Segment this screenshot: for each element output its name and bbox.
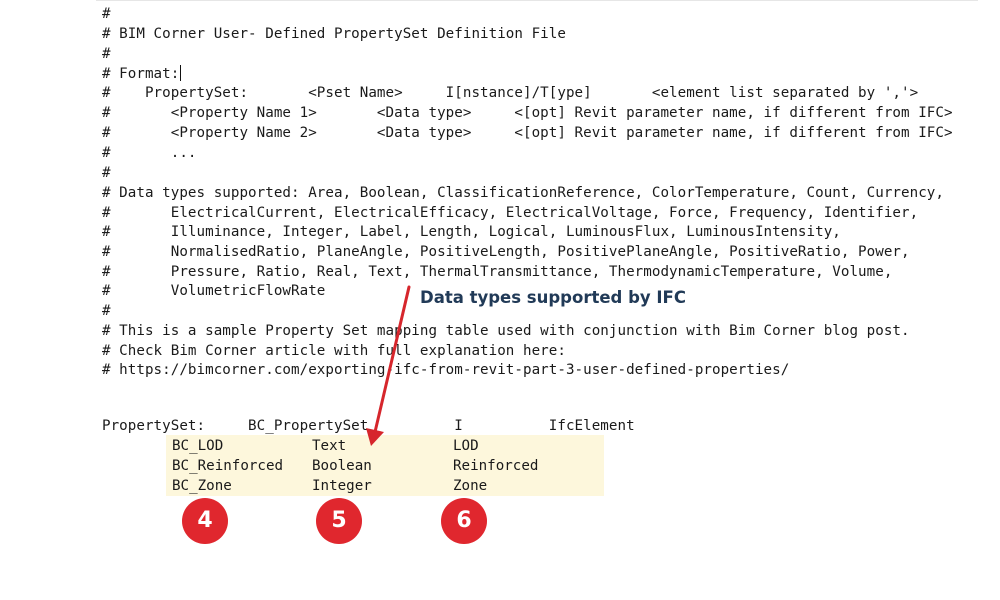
comment-line[interactable]: # This is a sample Property Set mapping … [102,323,910,339]
comment-line[interactable]: # Check Bim Corner article with full exp… [102,343,566,359]
propertyset-line[interactable]: PropertySet: BC_PropertySet I IfcElement [102,418,635,434]
annotation-label: Data types supported by IFC [420,288,686,307]
property-type[interactable]: Text [312,438,347,454]
comment-line[interactable]: # BIM Corner User- Defined PropertySet D… [102,26,566,42]
comment-line[interactable]: # <Property Name 2> <Data type> <[opt] R… [102,125,953,141]
property-type[interactable]: Boolean [312,458,372,474]
badge-5: 5 [316,498,362,544]
comment-line[interactable]: # [102,303,111,319]
property-revit[interactable]: Zone [453,478,488,494]
badge-4: 4 [182,498,228,544]
text-caret [180,65,182,81]
comment-line[interactable]: # <Property Name 1> <Data type> <[opt] R… [102,105,953,121]
comment-line[interactable]: # Illuminance, Integer, Label, Length, L… [102,224,841,240]
comment-line[interactable]: # VolumetricFlowRate [102,283,326,299]
property-revit[interactable]: LOD [453,438,479,454]
comment-line[interactable]: # [102,165,111,181]
comment-line[interactable]: # Data types supported: Area, Boolean, C… [102,185,944,201]
comment-line[interactable]: # [102,46,111,62]
arrow-head-icon [366,428,384,446]
comment-line[interactable]: # Format: [102,65,182,82]
arrow-shaft [373,285,411,434]
comment-line[interactable]: # Pressure, Ratio, Real, Text, ThermalTr… [102,264,893,280]
property-revit[interactable]: Reinforced [453,458,539,474]
comment-line[interactable]: # ... [102,145,197,161]
editor-top-border [96,0,978,1]
property-name[interactable]: BC_Reinforced [172,458,284,474]
property-name[interactable]: BC_LOD [172,438,224,454]
property-name[interactable]: BC_Zone [172,478,232,494]
badge-6: 6 [441,498,487,544]
property-type[interactable]: Integer [312,478,372,494]
comment-line[interactable]: # https://bimcorner.com/exporting-ifc-fr… [102,362,790,378]
comment-line[interactable]: # [102,6,111,22]
comment-line[interactable]: # PropertySet: <Pset Name> I[nstance]/T[… [102,85,919,101]
comment-line[interactable]: # NormalisedRatio, PlaneAngle, PositiveL… [102,244,910,260]
property-highlight [166,435,604,496]
comment-line[interactable]: # ElectricalCurrent, ElectricalEfficacy,… [102,205,919,221]
